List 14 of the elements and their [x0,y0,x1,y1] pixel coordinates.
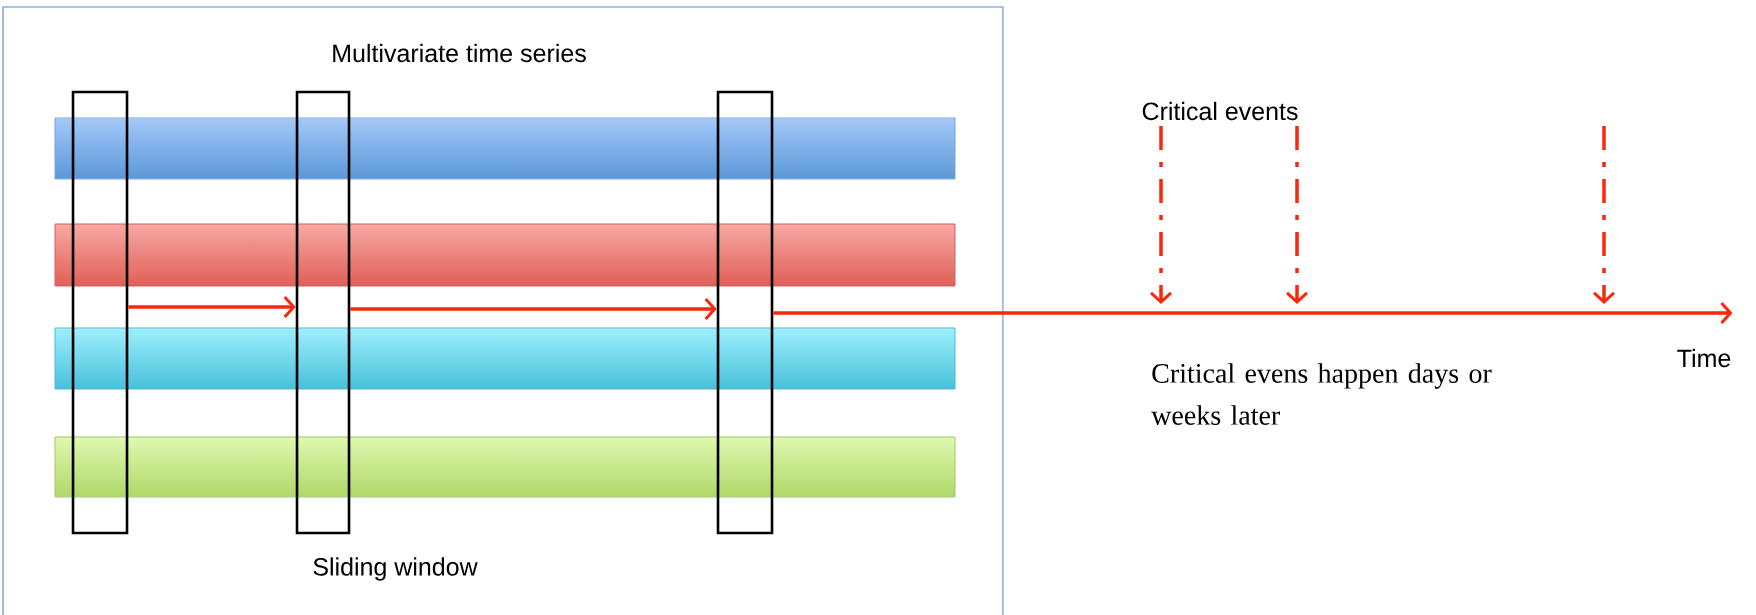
series-bar [54,117,956,180]
series-bar [54,223,956,287]
window-label: Sliding window [313,557,478,581]
window-box [716,90,774,535]
events-label: Critical events [1142,101,1298,121]
arrow [350,298,717,320]
axis-label: Time [1677,348,1731,368]
arrow [128,296,296,318]
series-bar [54,436,956,498]
arrow [773,302,1733,324]
series-bar [54,327,956,390]
window-box [71,90,129,535]
window-box [295,90,351,535]
note-text: Critical evens happen days or weeks later [1151,363,1492,425]
